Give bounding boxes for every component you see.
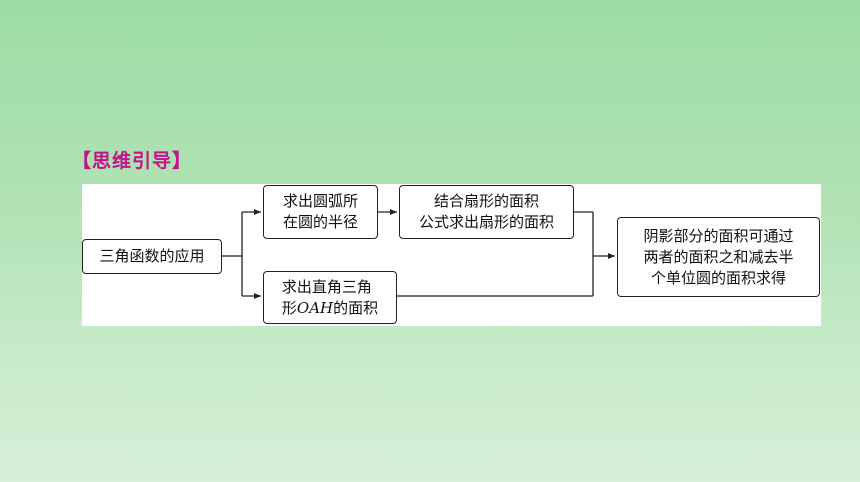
node-trig-application-label: 三角函数的应用 (99, 247, 205, 265)
node-triangle-area-variable: OAH (296, 298, 334, 317)
node-trig-application: 三角函数的应用 (82, 239, 222, 274)
node-triangle-area: 求出直角三角 形OAH的面积 (263, 271, 397, 324)
node-shaded-area: 阴影部分的面积可通过 两者的面积之和减去半 个单位圆的面积求得 (617, 217, 820, 297)
node-arc-radius-line2: 在圆的半径 (282, 213, 358, 231)
node-arc-radius: 求出圆弧所 在圆的半径 (263, 185, 378, 239)
node-shaded-area-line1: 阴影部分的面积可通过 (643, 226, 794, 245)
section-heading: 【思维引导】 (72, 150, 193, 172)
node-triangle-area-prefix: 形 (281, 298, 297, 317)
node-triangle-area-suffix: 的面积 (333, 298, 379, 317)
node-sector-area-line2: 公式求出扇形的面积 (418, 213, 554, 231)
node-shaded-area-line2: 两者的面积之和减去半 (643, 247, 794, 266)
node-sector-area-line1: 结合扇形的面积 (433, 192, 539, 210)
node-triangle-area-line2: 形OAH的面积 (282, 298, 378, 319)
node-triangle-area-line1: 求出直角三角 (281, 277, 372, 296)
node-arc-radius-line1: 求出圆弧所 (282, 192, 358, 210)
node-shaded-area-line3: 个单位圆的面积求得 (650, 268, 786, 287)
node-sector-area: 结合扇形的面积 公式求出扇形的面积 (399, 185, 574, 239)
